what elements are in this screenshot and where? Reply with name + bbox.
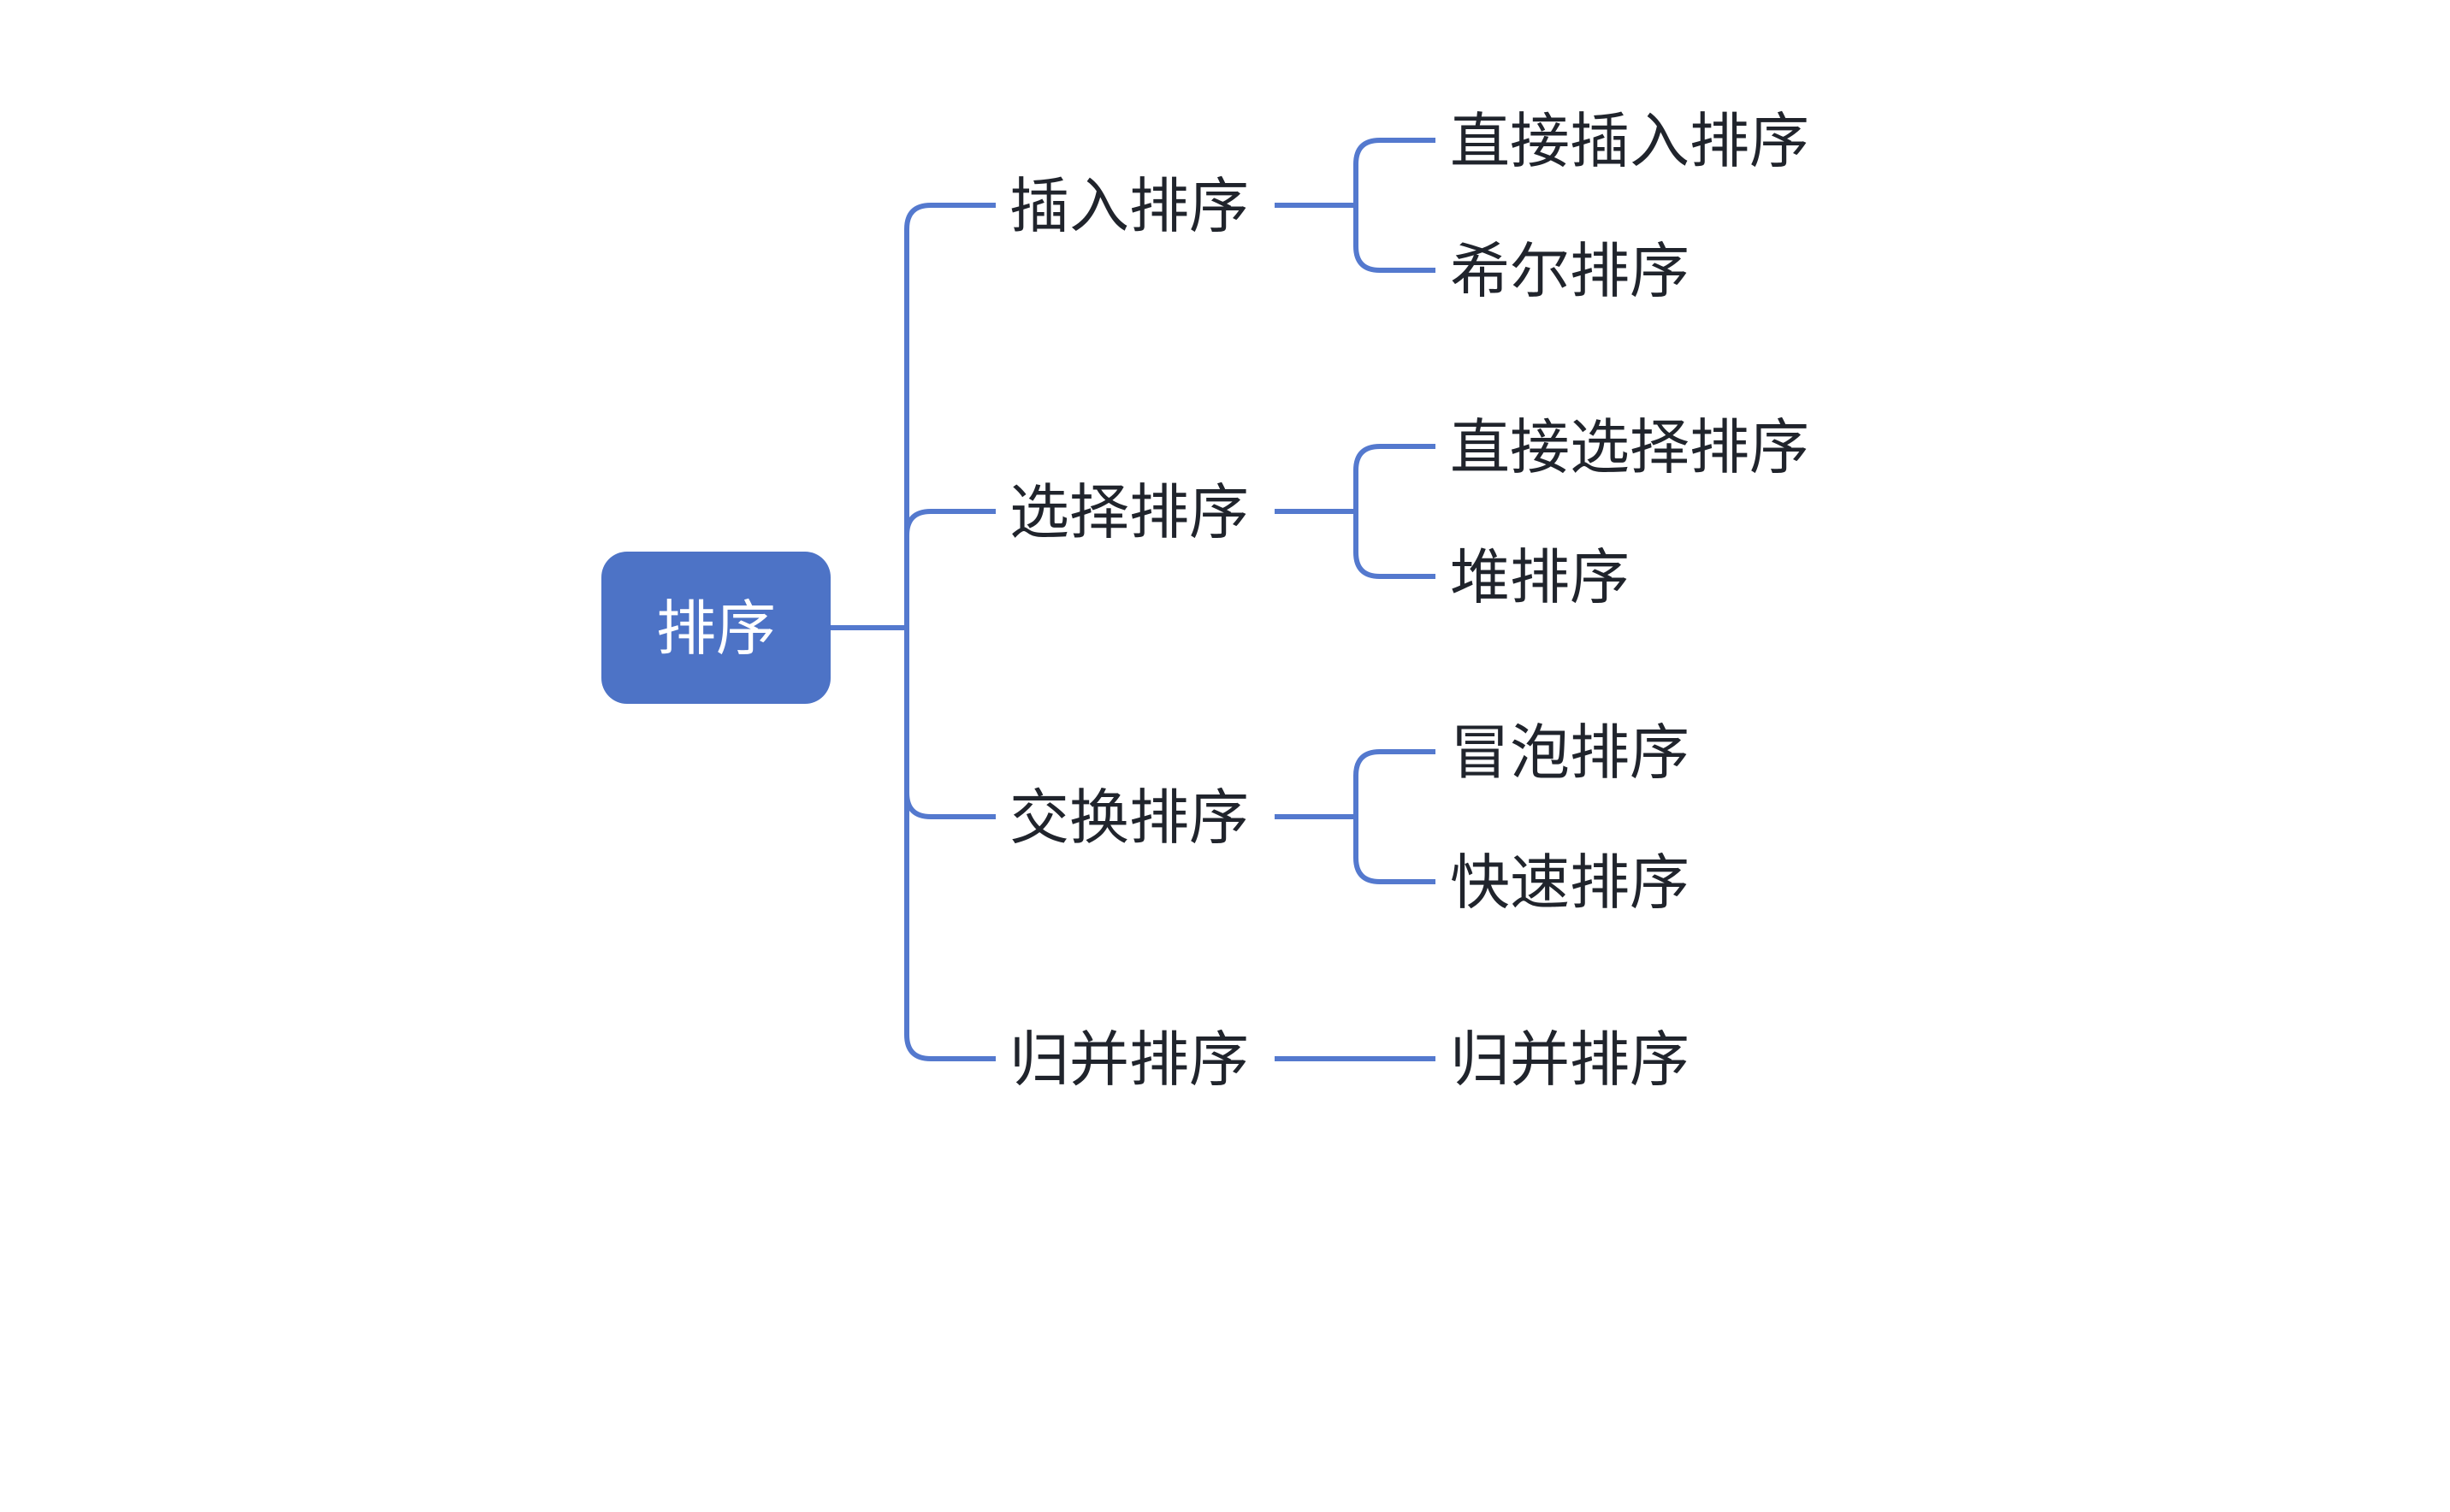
connector-trunk-branch-0 xyxy=(904,203,996,628)
root-node-box[interactable] xyxy=(601,552,831,704)
root-node-label[interactable]: 排序 xyxy=(656,595,776,662)
connector-branch-0-child-0 xyxy=(1275,138,1435,208)
child-label-3-0[interactable]: 归并排序 xyxy=(1450,1026,1690,1093)
branch-label-2[interactable]: 交换排序 xyxy=(1009,784,1249,851)
connector-trunk-branch-3 xyxy=(904,628,996,1061)
child-label-0-1[interactable]: 希尔排序 xyxy=(1450,238,1690,304)
branch-label-3[interactable]: 归并排序 xyxy=(1009,1026,1249,1093)
connector-branch-0-child-1 xyxy=(1275,203,1435,273)
child-label-2-0[interactable]: 冒泡排序 xyxy=(1450,719,1690,786)
root-node[interactable]: 排序 xyxy=(601,552,831,704)
connector-trunk-branch-2 xyxy=(904,628,996,819)
child-label-2-1[interactable]: 快速排序 xyxy=(1450,849,1690,916)
connector-branch-2-child-0 xyxy=(1275,749,1435,819)
child-label-1-0[interactable]: 直接选择排序 xyxy=(1450,414,1809,481)
branch-label-0[interactable]: 插入排序 xyxy=(1009,173,1249,239)
child-label-1-1[interactable]: 堆排序 xyxy=(1450,544,1630,611)
branch-label-1[interactable]: 选择排序 xyxy=(1009,479,1249,546)
connector-branch-1-child-1 xyxy=(1275,509,1435,579)
connector-branch-1-child-0 xyxy=(1275,444,1435,514)
child-label-0-0[interactable]: 直接插入排序 xyxy=(1450,108,1809,174)
connector-trunk-branch-1 xyxy=(904,509,996,628)
connector-branch-2-child-1 xyxy=(1275,814,1435,884)
